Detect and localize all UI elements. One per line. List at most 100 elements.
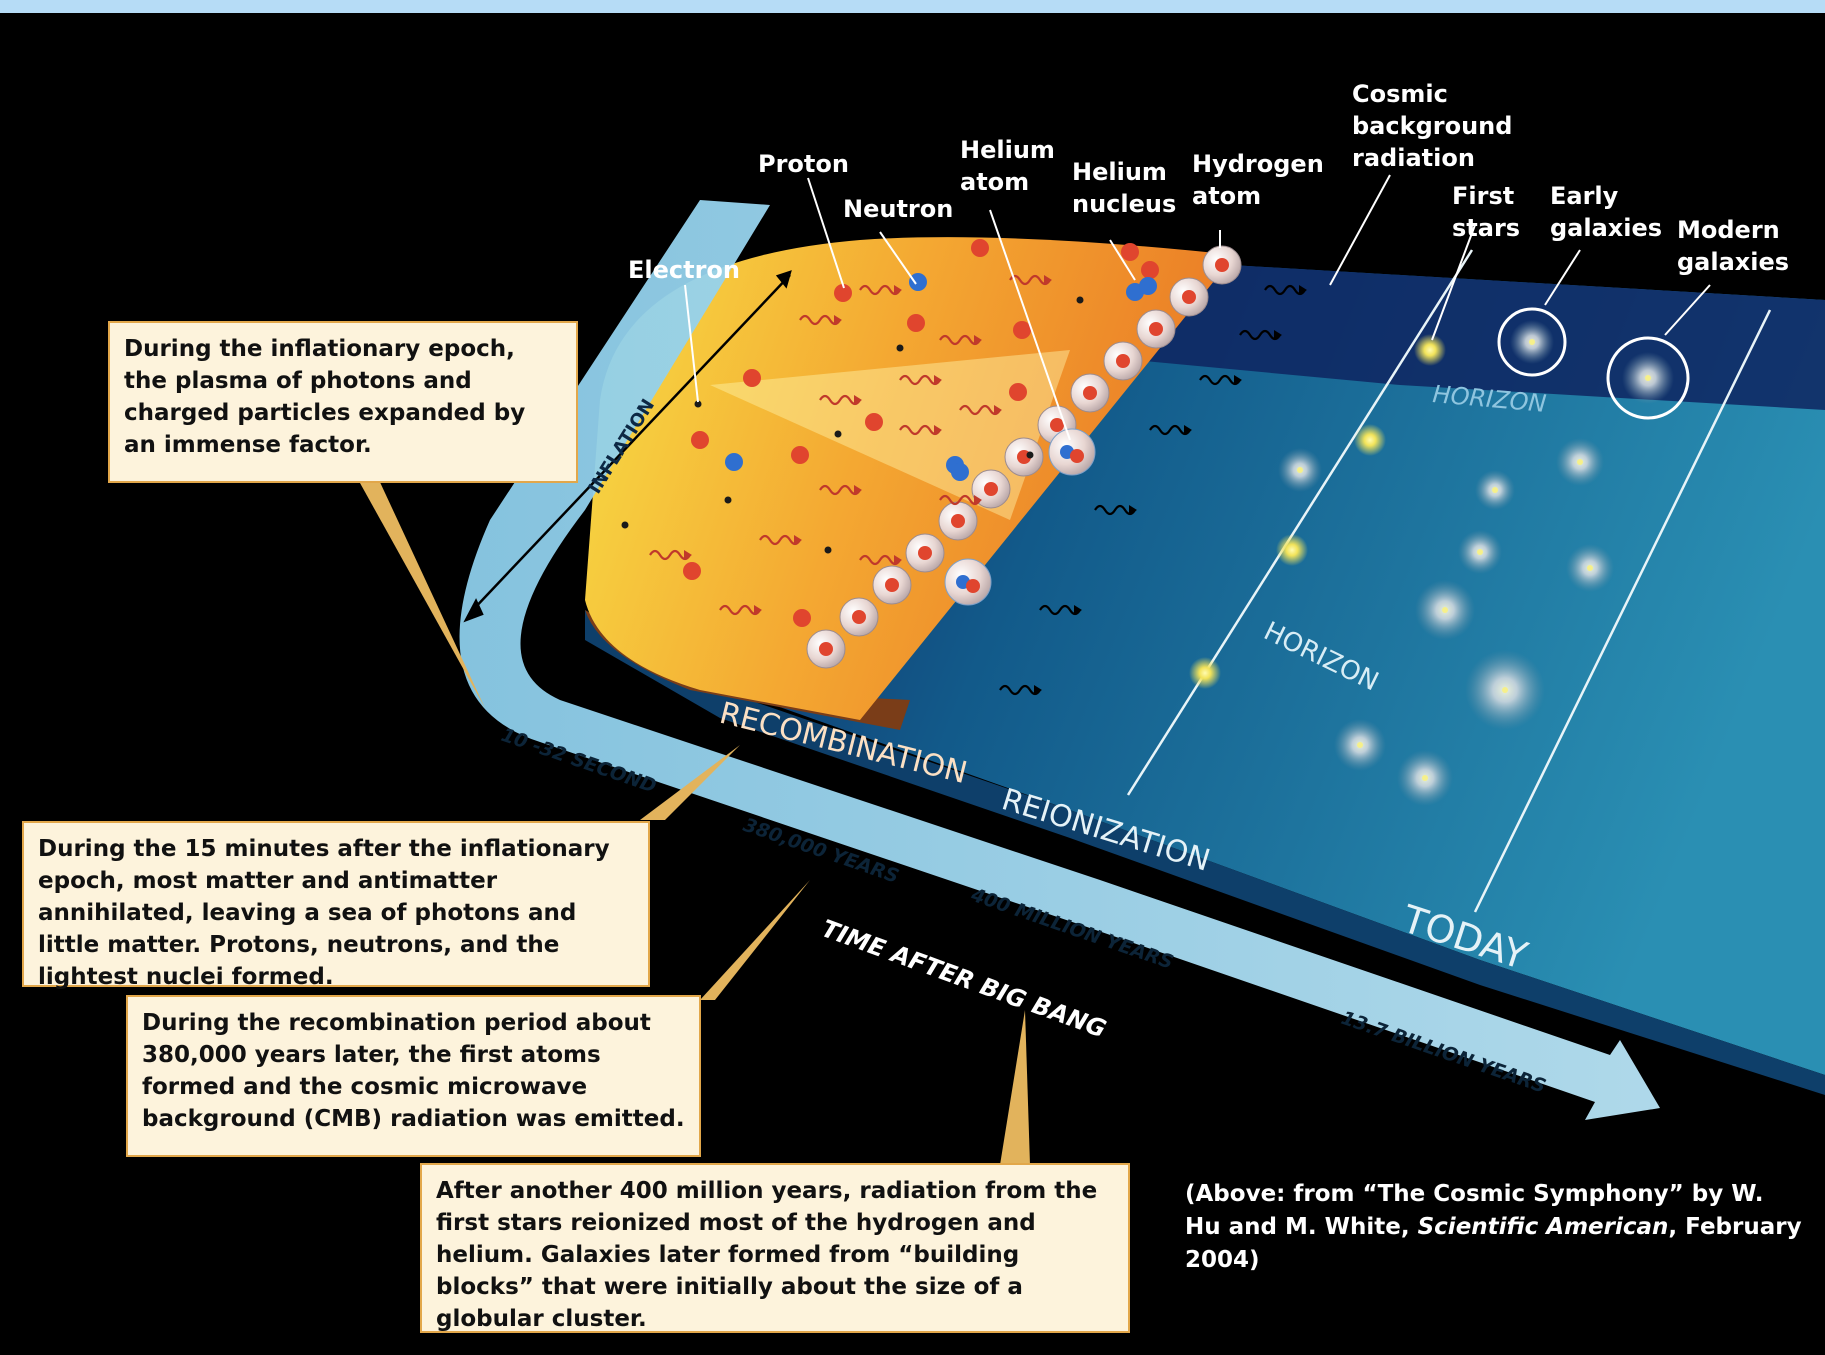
photon-cmb [1199, 374, 1241, 386]
photon-squiggles [649, 274, 1307, 696]
proton [865, 413, 883, 431]
photon-plasma [649, 549, 691, 561]
photon-cmb [1094, 504, 1136, 516]
atom-nucleus [1050, 418, 1064, 432]
callout-annihilation: During the 15 minutes after the inflatio… [22, 821, 650, 990]
atom-nucleus [984, 482, 998, 496]
photon-plasma-head [754, 605, 762, 615]
label-modern-galaxies-1: Modern [1677, 216, 1780, 244]
label-modern-galaxies-2: galaxies [1677, 248, 1789, 276]
label-helium-nucleus-1: Helium [1072, 158, 1167, 186]
credit-suffix: , February 2004) [1185, 1214, 1802, 1273]
label-cmb-1: Cosmic [1352, 80, 1448, 108]
cosmic-history-diagram: Proton Neutron Electron Helium atom Heli… [0, 13, 1825, 1355]
early-galaxy-horizon-circle [1497, 307, 1567, 377]
proton [1141, 261, 1159, 279]
atom-nucleus [1182, 290, 1196, 304]
photon-plasma-head [894, 555, 902, 565]
photon-plasma-head [854, 395, 862, 405]
photon-plasma-head [994, 405, 1002, 415]
credit-journal: Scientific American [1417, 1214, 1669, 1240]
credit-prefix: (Above: from “The Cosmic Symphony” by W.… [1185, 1181, 1764, 1240]
galaxy-core [1587, 565, 1593, 571]
proton [834, 284, 852, 302]
photon-plasma [759, 534, 801, 546]
proton [743, 369, 761, 387]
proton [907, 314, 925, 332]
image-credit: (Above: from “The Cosmic Symphony” by W.… [1185, 1178, 1805, 1277]
atom-nucleus [885, 578, 899, 592]
proton [691, 431, 709, 449]
photon-cmb-head [1299, 285, 1307, 295]
inflation-axis-arrow [463, 270, 792, 623]
galaxy-core [1357, 742, 1363, 748]
atom-nucleus [1149, 322, 1163, 336]
photon-plasma-head [894, 285, 902, 295]
electron [824, 546, 832, 554]
proton [793, 609, 811, 627]
proton [971, 239, 989, 257]
photon-plasma-head [684, 550, 692, 560]
atom-nucleus [852, 610, 866, 624]
modern-galaxy-horizon-circle [1606, 336, 1690, 420]
photon-cmb-head [1074, 605, 1082, 615]
label-helium-nucleus-2: nucleus [1072, 190, 1176, 218]
photon-plasma-head [854, 485, 862, 495]
photon-plasma [899, 424, 941, 436]
atom-nucleus [918, 546, 932, 560]
photon-plasma-head [934, 425, 942, 435]
proton [683, 562, 701, 580]
helium-proton [1070, 449, 1084, 463]
callout-pointers [350, 465, 1030, 1165]
first-stars [1189, 334, 1446, 689]
photon-cmb-head [1129, 505, 1137, 515]
galaxy-core [1645, 375, 1651, 381]
proton [1121, 243, 1139, 261]
top-bar [0, 0, 1825, 13]
photon-plasma [1009, 274, 1051, 286]
photon-plasma-head [974, 335, 982, 345]
galaxy-core [1477, 549, 1483, 555]
photon-cmb [1149, 424, 1191, 436]
callout-reionization: After another 400 million years, radiati… [420, 1163, 1130, 1333]
photon-plasma [819, 394, 861, 406]
label-first-stars-2: stars [1452, 214, 1520, 242]
photon-plasma-head [934, 375, 942, 385]
galaxy-core [1502, 687, 1508, 693]
electron [724, 496, 732, 504]
galaxy-core [1529, 339, 1535, 345]
label-first-stars-1: First [1452, 182, 1514, 210]
photon-plasma [939, 334, 981, 346]
photon-plasma-head [834, 315, 842, 325]
photon-cmb [999, 684, 1041, 696]
label-cmb-2: background [1352, 112, 1512, 140]
photon-plasma [859, 554, 901, 566]
atom-nucleus [1116, 354, 1130, 368]
proton [1013, 321, 1031, 339]
photon-cmb-head [1184, 425, 1192, 435]
label-hydrogen-atom-1: Hydrogen [1192, 150, 1324, 178]
slab-front-face [585, 610, 1825, 1095]
today-line [1473, 309, 1772, 913]
photon-plasma-head [794, 535, 802, 545]
atom-nucleus [1083, 386, 1097, 400]
label-leader-lines [684, 174, 1711, 441]
galaxy-core [1492, 487, 1498, 493]
photon-plasma [799, 314, 841, 326]
plasma-region [585, 237, 1235, 720]
label-neutron: Neutron [843, 195, 953, 223]
galaxies [1278, 320, 1674, 806]
electron [1076, 296, 1084, 304]
neutron [909, 273, 927, 291]
photon-plasma-head [1044, 275, 1052, 285]
electron [834, 430, 842, 438]
diagram-canvas: Proton Neutron Electron Helium atom Heli… [350, 80, 1825, 1165]
photon-cmb-head [1274, 330, 1282, 340]
photon-plasma [819, 484, 861, 496]
photon-plasma [859, 284, 901, 296]
atom-nucleus [1215, 258, 1229, 272]
label-cmb-3: radiation [1352, 144, 1475, 172]
plasma-particles [621, 239, 1159, 627]
photon-cmb [1239, 329, 1281, 341]
electron [1026, 451, 1034, 459]
